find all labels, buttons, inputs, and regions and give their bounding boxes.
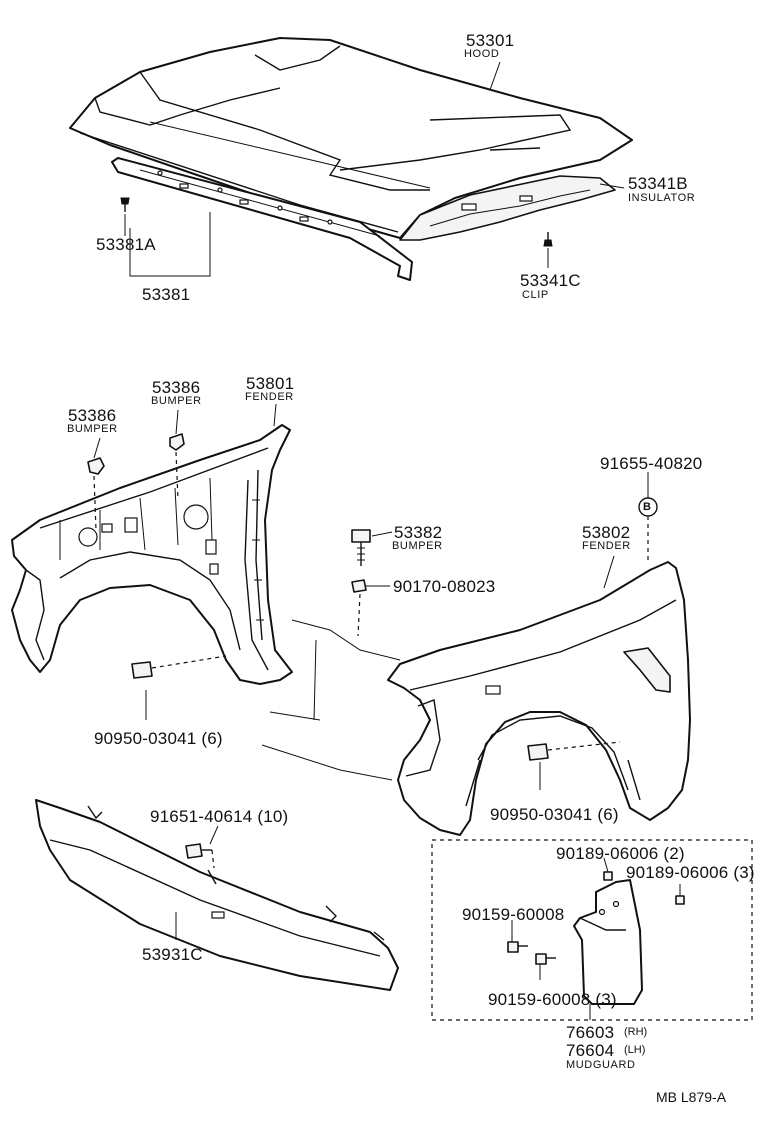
label-hood-bumper-name: BUMPER [392,540,443,552]
label-insulator-name: INSULATOR [628,192,696,204]
label-seal-num: 53381 [142,285,191,304]
label-bumper-lh-num: 53386 [68,406,117,425]
label-fender-lh-num: 53801 [246,374,295,393]
retainer-lh-illustration [131,661,153,679]
dash-bumper-lh [93,475,97,531]
label-mudguard-rh-num: 76603 [566,1023,615,1042]
fender-lh-illustration [11,424,293,685]
label-screw-c-num: 90159-60008 [462,905,565,924]
dash-bumper-rh [175,451,179,501]
dash-retainer-lh [151,655,227,669]
leader-lines [93,61,681,1020]
label-screw-b-num: 90189-06006 (3) [626,863,755,882]
footer-code: MB L879-A [656,1089,727,1105]
hood-bumper-illustration [351,529,371,566]
retainer-rh-illustration [527,743,549,761]
insulator-illustration [399,175,616,241]
label-hood-name: HOOD [464,48,500,60]
mudguard-screws [507,871,685,965]
hood-illustration [69,37,633,239]
dash-nut [357,593,361,637]
label-hood-bumper-num: 53382 [394,523,443,542]
label-apron-num: 53931C [142,945,203,964]
label-screw-d-num: 90159-60008 (3) [488,990,617,1009]
dash-apron-bolt [211,849,215,869]
apron-bolt-illustration [185,843,212,859]
label-bumper-rh-name: BUMPER [151,395,202,407]
label-nut-num: 90170-08023 [393,577,496,596]
body-outline [261,619,401,781]
mudguard-illustration [573,879,643,1005]
label-insulator-num: 53341B [628,174,688,193]
label-screw-a-num: 90189-06006 (2) [556,844,685,863]
label-hood-num: 53301 [466,31,515,50]
label-retainer-rh-num: 90950-03041 (6) [490,805,619,824]
clip-53341c-illustration [543,232,553,247]
label-mudguard-lh-side: (LH) [624,1044,646,1056]
fender-rh-illustration [387,561,691,836]
label-bolt-b-num: 91655-40820 [600,454,703,473]
label-fender-rh-name: FENDER [582,540,631,552]
label-bolt-b-mark: B [643,501,651,513]
label-bumper-lh-name: BUMPER [67,423,118,435]
label-clip-num: 53341C [520,271,581,290]
label-fender-lh-name: FENDER [245,391,294,403]
hood-seal-illustration [111,157,413,281]
label-seal-clip-num: 53381A [96,235,156,254]
label-bumper-rh-num: 53386 [152,378,201,397]
label-mudguard-rh-side: (RH) [624,1026,648,1038]
seal-clip-illustration [120,197,130,212]
label-apron-bolt-num: 91651-40614 (10) [150,807,289,826]
seal-bracket-line [129,212,211,277]
bumper-rh-illustration [169,433,185,451]
label-clip-name: CLIP [522,289,549,301]
mudguard-box [431,839,753,1021]
apron-illustration [35,799,399,991]
label-mudguard-lh-num: 76604 [566,1041,615,1060]
label-mudguard-name: MUDGUARD [566,1059,636,1071]
label-retainer-lh-num: 90950-03041 (6) [94,729,223,748]
nut-illustration [351,579,367,593]
bumper-lh-illustration [87,457,105,475]
label-fender-rh-num: 53802 [582,523,631,542]
